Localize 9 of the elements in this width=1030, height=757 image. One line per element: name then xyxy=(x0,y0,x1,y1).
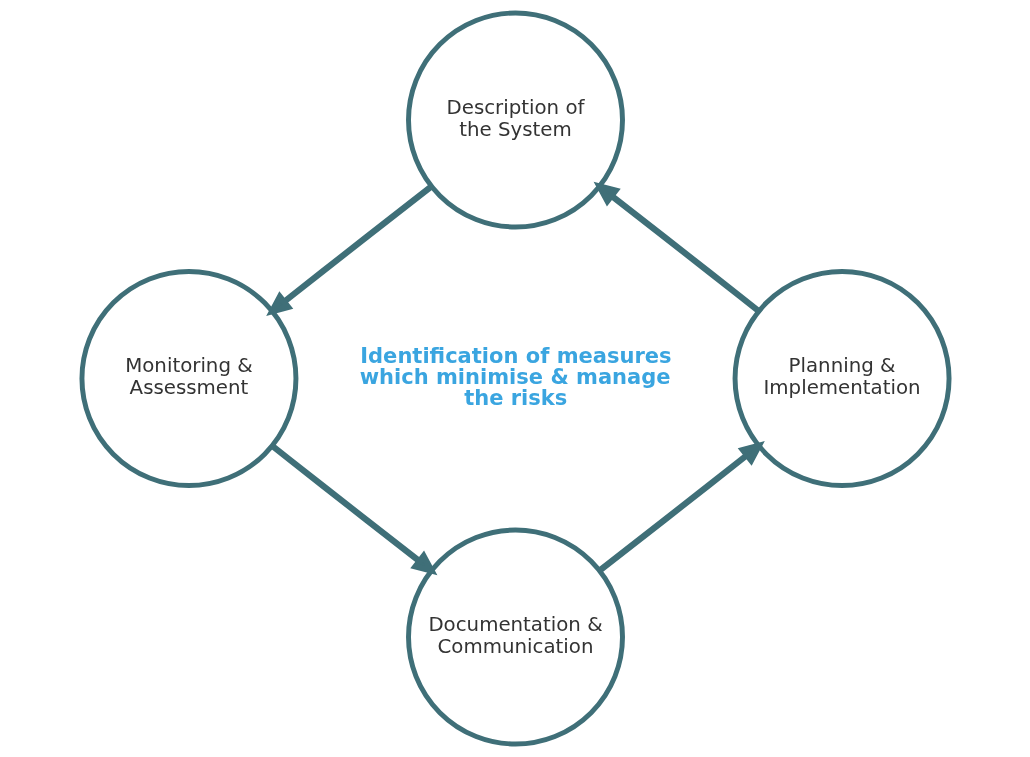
node-circle: Planning & Implementation xyxy=(732,269,952,488)
label: Identification of measures which minimise & manage the risks xyxy=(359,342,672,410)
node-circle: Monitoring & Assessment xyxy=(78,269,298,488)
arrow xyxy=(597,441,765,573)
arrow xyxy=(265,184,433,316)
arrow xyxy=(269,443,437,576)
node-circle: Description of the System xyxy=(405,10,625,230)
node-circle: Documentation & Communication xyxy=(405,527,625,747)
arrow xyxy=(593,181,761,314)
